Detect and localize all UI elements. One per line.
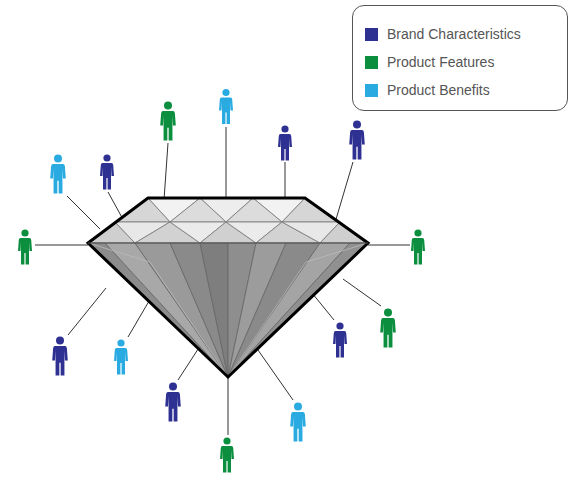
legend-label: Product Benefits bbox=[387, 82, 490, 98]
person-icons bbox=[18, 89, 425, 473]
legend-entry: Brand Characteristics bbox=[365, 26, 521, 42]
legend-box: Brand CharacteristicsProduct FeaturesPro… bbox=[352, 5, 568, 111]
legend-swatch bbox=[365, 28, 378, 41]
legend-entry: Product Features bbox=[365, 54, 494, 70]
leader-lines bbox=[35, 127, 410, 435]
legend-swatch bbox=[365, 84, 378, 97]
legend-label: Product Features bbox=[387, 54, 494, 70]
legend-swatch bbox=[365, 56, 378, 69]
diamond-pavilion bbox=[88, 243, 368, 377]
diamond-outline bbox=[88, 198, 368, 377]
legend-label: Brand Characteristics bbox=[387, 26, 521, 42]
girdle-line bbox=[88, 243, 368, 244]
diamond-crown bbox=[88, 198, 368, 243]
legend-entry: Product Benefits bbox=[365, 82, 490, 98]
